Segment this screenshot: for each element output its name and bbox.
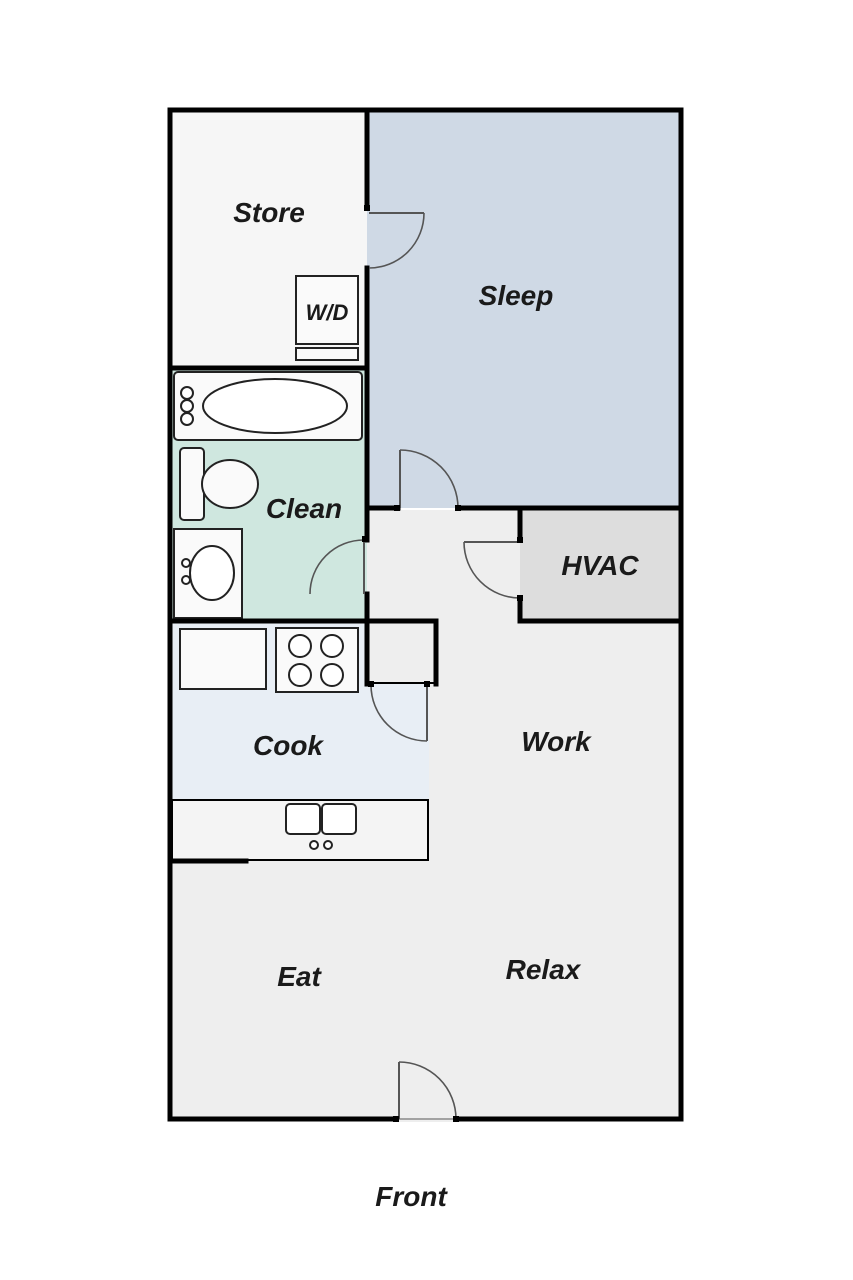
room-label-clean: Clean: [266, 493, 342, 524]
room-fills: [170, 110, 681, 1119]
room-label-laundry: W/D: [306, 300, 349, 325]
bathtub-knob-top: [180, 386, 194, 400]
room-label-work: Work: [521, 726, 592, 757]
kitchen-counter-left: [179, 628, 267, 690]
room-labels: Store Sleep W/D Clean HVAC Cook Work Eat…: [233, 197, 639, 992]
hvac-room-fill: [520, 508, 681, 620]
room-label-sleep: Sleep: [479, 280, 554, 311]
washer-dryer-unit: [295, 275, 359, 345]
sink-tap-upper: [181, 558, 191, 568]
kitchen-sink-left: [285, 803, 321, 835]
bathtub-knob-middle: [180, 399, 194, 413]
door-store-sleep: [364, 205, 425, 269]
stove-burner-3: [288, 663, 312, 687]
kitchen-sink-tap-right: [323, 840, 333, 850]
room-label-eat: Eat: [277, 961, 322, 992]
bathtub-basin: [202, 378, 348, 434]
kitchen-sink-right: [321, 803, 357, 835]
stove-burner-1: [288, 634, 312, 658]
fixtures: [171, 275, 436, 861]
bathroom-sink: [189, 545, 235, 601]
door-hvac: [463, 537, 523, 601]
sleep-room-fill: [367, 110, 681, 508]
stove-burner-2: [320, 634, 344, 658]
stove: [275, 627, 359, 693]
orientation-label: Front: [375, 1181, 448, 1212]
room-label-hvac: HVAC: [561, 550, 639, 581]
bathtub-knob-bottom: [180, 412, 194, 426]
room-label-store: Store: [233, 197, 305, 228]
door-clean: [309, 536, 368, 595]
stove-burner-4: [320, 663, 344, 687]
toilet-bowl: [201, 459, 259, 509]
doors: [309, 205, 523, 1122]
door-sleep: [394, 449, 461, 511]
door-front: [393, 1061, 459, 1122]
toilet-tank: [179, 447, 205, 521]
door-pantry: [368, 681, 430, 742]
washer-dryer-base: [295, 347, 359, 361]
room-label-relax: Relax: [506, 954, 582, 985]
kitchen-sink-tap-left: [309, 840, 319, 850]
pantry-closet: [367, 622, 436, 682]
room-label-cook: Cook: [253, 730, 324, 761]
sink-tap-lower: [181, 575, 191, 585]
